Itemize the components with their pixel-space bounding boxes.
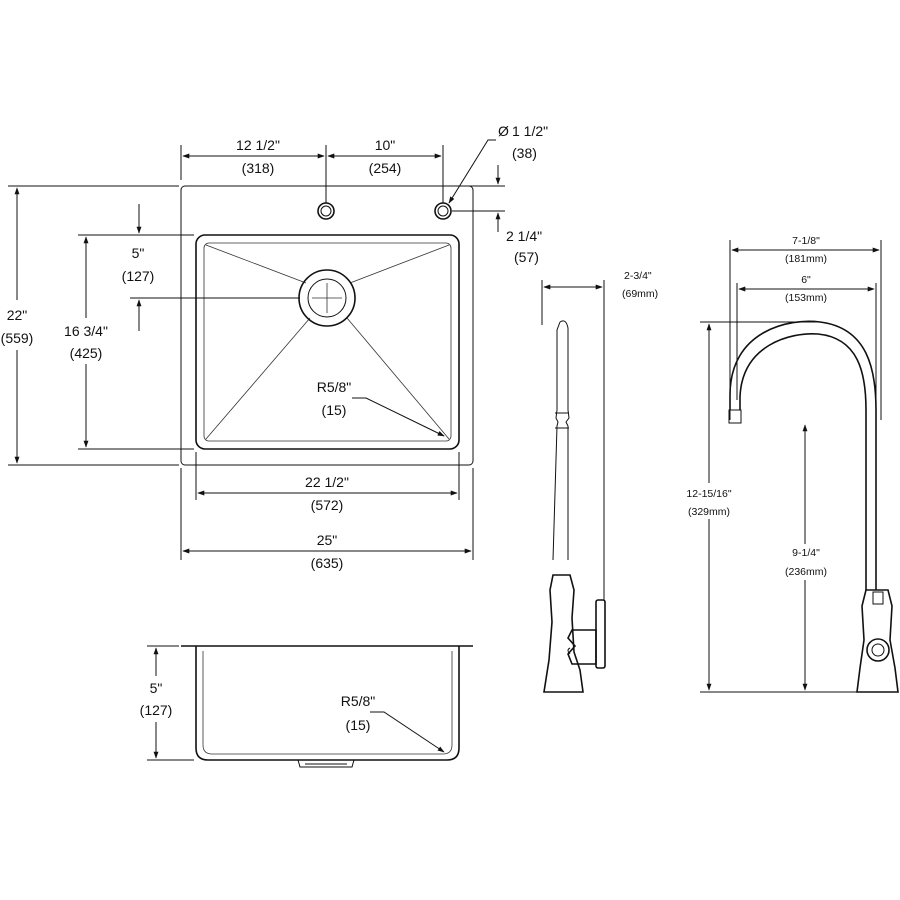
section-depth-in: 5" [150, 680, 163, 696]
hole-spacing-mm: (254) [369, 160, 402, 176]
section-depth-mm: (127) [140, 702, 173, 718]
spout-width-in: 2-3/4" [624, 270, 652, 282]
hole-diameter-in: 1 1/2" [512, 123, 548, 139]
faucet-side-view: 2-3/4" (69mm) [541, 270, 658, 693]
depth-bowl-mm: (425) [70, 345, 103, 361]
overall-height-in: 12-15/16" [686, 488, 731, 500]
faucet-front-view: 7-1/8" (181mm) 6" (153mm) 12-15/16" (329… [680, 235, 899, 693]
overall-height-mm: (329mm) [688, 506, 730, 518]
sink-top-view: 12 1/2" (318) 10" (254) Ø 1 1/2" (38) 2 … [1, 123, 548, 571]
hole-setback-in: 2 1/4" [506, 228, 542, 244]
sink-section-view: 5" (127) R5/8" (15) [135, 645, 473, 768]
hole-left-offset-mm: (318) [242, 160, 275, 176]
hole-left-offset-in: 12 1/2" [236, 137, 280, 153]
corner-radius-in: R5/8" [317, 379, 352, 395]
faucet-side-body [543, 574, 584, 693]
drain-inner [307, 278, 347, 318]
width-overall-mm: (635) [311, 555, 344, 571]
sink-bowl-outer [195, 234, 460, 450]
bowl-slope-lines [205, 244, 450, 440]
depth-overall-mm: (559) [1, 330, 34, 346]
depth-bowl-in: 16 3/4" [64, 323, 108, 339]
section-radius-mm: (15) [346, 717, 371, 733]
hole-diameter-mm: (38) [512, 145, 537, 161]
section-bowl-outer [195, 646, 460, 761]
depth-overall-in: 22" [7, 307, 28, 323]
sink-deck-outline [180, 185, 474, 466]
corner-radius-mm: (15) [322, 402, 347, 418]
faucet-side-spout [559, 320, 570, 560]
hole-diameter-symbol: Ø [498, 123, 509, 139]
reach-overall-mm: (181mm) [785, 253, 827, 265]
spout-clearance-in: 9-1/4" [792, 547, 820, 559]
reach-spout-mm: (153mm) [785, 292, 827, 304]
reach-spout-in: 6" [801, 274, 811, 286]
drain-offset-mm: (127) [122, 268, 155, 284]
hole-spacing-in: 10" [375, 137, 396, 153]
faucet-hole-right [434, 202, 452, 220]
faucet-hole-left [317, 202, 335, 220]
section-drain [297, 759, 355, 768]
section-radius-in: R5/8" [341, 693, 376, 709]
width-bowl-in: 22 1/2" [305, 474, 349, 490]
faucet-side-handle [567, 629, 597, 665]
spout-width-mm: (69mm) [622, 288, 658, 300]
width-bowl-mm: (572) [311, 497, 344, 513]
drain-offset-in: 5" [132, 245, 145, 261]
faucet-front-body [856, 589, 899, 693]
width-overall-in: 25" [317, 532, 338, 548]
hole-setback-mm: (57) [514, 249, 539, 265]
reach-overall-in: 7-1/8" [792, 235, 820, 247]
faucet-front-handle [866, 638, 890, 662]
sink-bowl-inner [203, 242, 452, 442]
spout-clearance-mm: (236mm) [785, 566, 827, 578]
